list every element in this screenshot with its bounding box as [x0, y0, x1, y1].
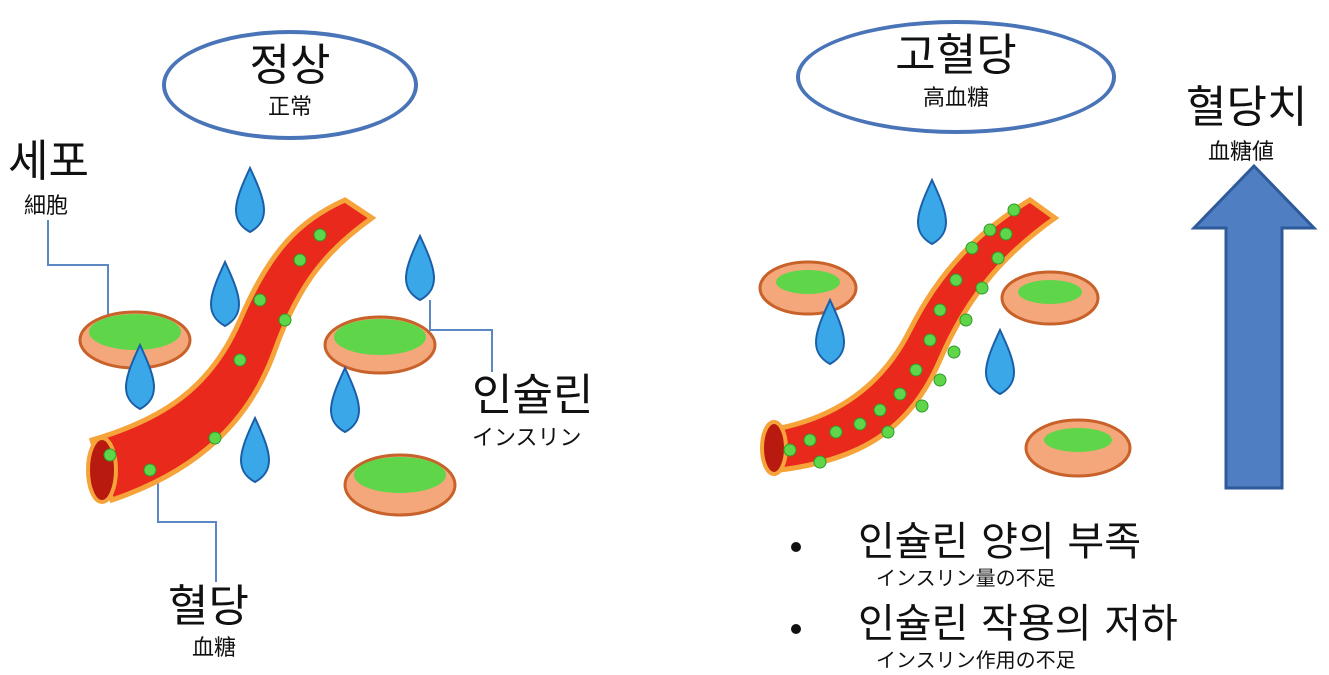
normal-title: 정상: [249, 40, 331, 91]
blood-vessel: [88, 197, 377, 504]
insulin-droplet-hyper-2: [815, 297, 845, 366]
cell-2: [323, 315, 437, 375]
normal-title-ja: 正常: [267, 95, 312, 120]
cell-hyper-2: [1000, 270, 1100, 326]
bullet-1-text: 인슐린 양의 부족: [858, 519, 1142, 565]
insulin-droplet-2: [210, 259, 240, 328]
normal-illustration: [47, 165, 493, 582]
insulin-droplet-5: [330, 365, 360, 434]
insulin-droplet-1: [235, 165, 265, 234]
bullet-2-text: 인슐린 작용의 저하: [858, 601, 1178, 647]
bullet-dot-2: [791, 624, 801, 634]
insulin-droplet-3: [405, 233, 435, 302]
cell-label-ja: 細胞: [24, 194, 69, 219]
blood-vessel-hyper: [766, 197, 1060, 473]
hyper-title: 고혈당: [895, 30, 1017, 81]
insulin-label: 인슐린: [472, 370, 594, 421]
insulin-droplet-6: [240, 415, 270, 484]
cell-3: [343, 453, 457, 517]
cell-hyper-1: [758, 260, 858, 316]
glucose-dots-hyper: [783, 203, 1021, 469]
vessel-opening-hyper: [760, 420, 788, 476]
insulin-droplet-hyper-3: [985, 327, 1015, 396]
cell-leader-line: [47, 220, 109, 315]
hyper-title-ja: 高血糖: [922, 86, 989, 111]
hyper-illustration: [758, 177, 1132, 478]
insulin-leader-line: [429, 300, 493, 372]
bullet-2-text-ja: インスリン作用の不足: [876, 648, 1076, 672]
insulin-droplet-4: [125, 342, 155, 411]
vessel-opening: [86, 436, 118, 504]
blood-sugar-up-arrow: [1190, 163, 1318, 490]
cell-hyper-3: [1024, 418, 1132, 478]
insulin-label-ja: インスリン: [472, 426, 582, 451]
bullet-1-text-ja: インスリン量の不足: [876, 566, 1056, 590]
hyper-title-ellipse: [796, 20, 1116, 134]
arrow-label: 혈당치: [1186, 82, 1308, 133]
bullet-dot-1: [791, 542, 801, 552]
cell-label: 세포: [8, 136, 89, 187]
glucose-dots-normal: [103, 228, 327, 477]
blood-sugar-label: 혈당: [168, 581, 249, 632]
blood-sugar-label-ja: 血糖: [192, 636, 237, 661]
arrow-label-ja: 血糖値: [1208, 140, 1275, 165]
insulin-droplet-hyper-1: [917, 177, 947, 246]
normal-title-ellipse: [162, 30, 418, 140]
cell-1: [78, 310, 192, 370]
blood-sugar-leader-line: [157, 470, 217, 582]
